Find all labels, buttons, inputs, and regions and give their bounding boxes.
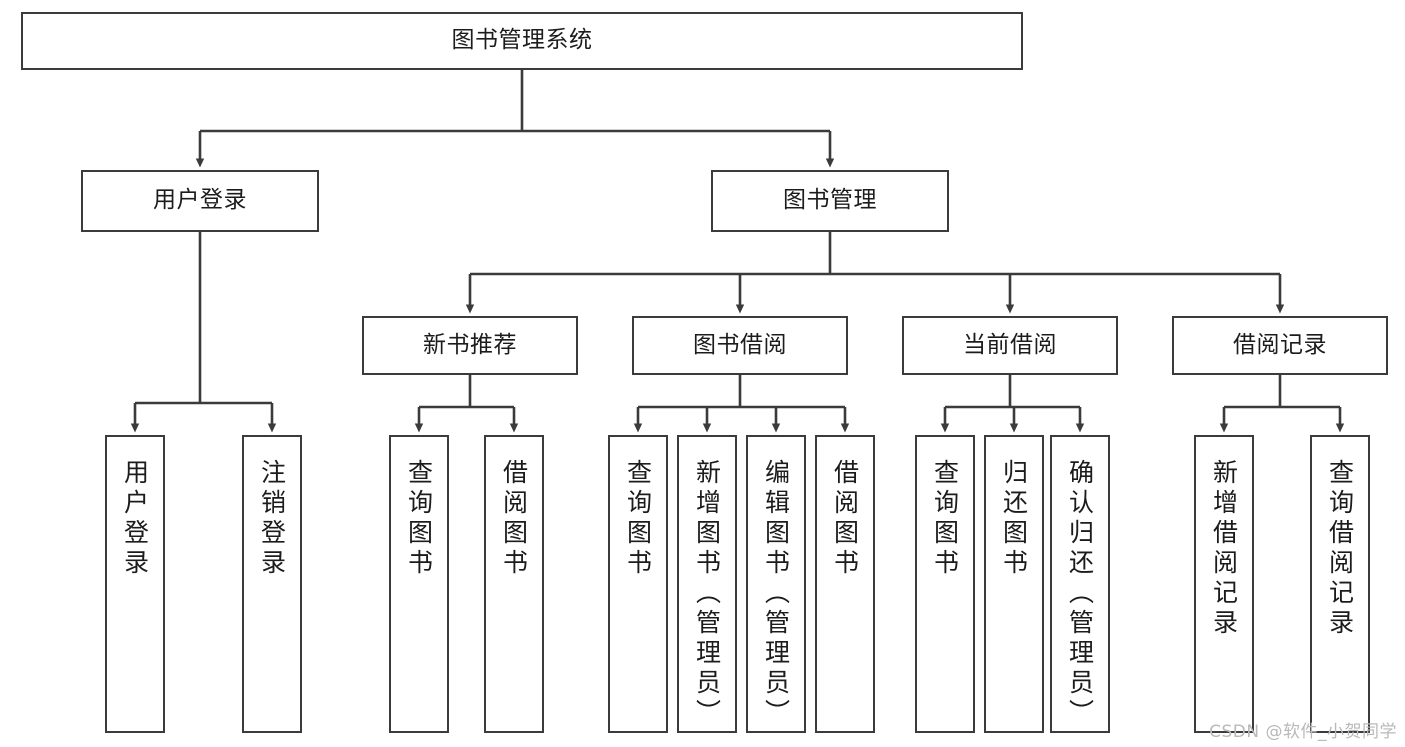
node-label: 图书借阅 [693, 331, 787, 358]
node-leaf-add[interactable]: 新增图书（管理员） [677, 435, 737, 733]
node-label: 借阅记录 [1233, 331, 1327, 358]
node-leaf-q2[interactable]: 查询图书 [608, 435, 668, 733]
node-label: 编辑图书（管理员） [761, 459, 791, 729]
connector-bus [638, 375, 845, 409]
connector-bus [470, 232, 1280, 276]
node-leaf-login[interactable]: 用户登录 [105, 435, 165, 733]
node-label: 新增图书（管理员） [692, 459, 722, 729]
node-login[interactable]: 用户登录 [81, 170, 319, 232]
node-label: 新书推荐 [423, 331, 517, 358]
connector-bus [135, 232, 272, 405]
node-label: 确认归还（管理员） [1065, 459, 1095, 729]
node-label: 借阅图书 [830, 459, 860, 579]
node-borrow[interactable]: 图书借阅 [632, 316, 848, 375]
node-label: 查询图书 [623, 459, 653, 579]
node-label: 归还图书 [999, 459, 1029, 579]
csdn-watermark: CSDN @软件_小贺同学 [1209, 722, 1397, 742]
node-records[interactable]: 借阅记录 [1172, 316, 1388, 375]
node-label: 用户登录 [153, 187, 247, 214]
node-label: 查询图书 [930, 459, 960, 579]
connector-bus [419, 375, 514, 409]
node-label: 图书管理系统 [451, 27, 593, 54]
node-label: 用户登录 [120, 459, 150, 579]
node-leaf-logout[interactable]: 注销登录 [242, 435, 302, 733]
node-bookmgmt[interactable]: 图书管理 [711, 170, 949, 232]
node-label: 当前借阅 [963, 331, 1057, 358]
node-leaf-return[interactable]: 归还图书 [984, 435, 1044, 733]
node-leaf-b1[interactable]: 借阅图书 [484, 435, 544, 733]
node-leaf-edit[interactable]: 编辑图书（管理员） [746, 435, 806, 733]
node-leaf-q1[interactable]: 查询图书 [389, 435, 449, 733]
connector-bus [200, 70, 830, 133]
node-label: 查询图书 [404, 459, 434, 579]
node-newbook[interactable]: 新书推荐 [362, 316, 578, 375]
node-label: 新增借阅记录 [1209, 459, 1239, 639]
node-label: 注销登录 [257, 459, 287, 579]
connector-bus [1224, 375, 1340, 409]
node-leaf-confirm[interactable]: 确认归还（管理员） [1050, 435, 1110, 733]
node-leaf-q3[interactable]: 查询图书 [915, 435, 975, 733]
node-root[interactable]: 图书管理系统 [21, 12, 1023, 70]
node-current[interactable]: 当前借阅 [902, 316, 1118, 375]
connector-bus [945, 375, 1080, 409]
node-label: 借阅图书 [499, 459, 529, 579]
node-label: 查询借阅记录 [1325, 459, 1355, 639]
node-leaf-qrec[interactable]: 查询借阅记录 [1310, 435, 1370, 733]
node-label: 图书管理 [783, 187, 877, 214]
node-leaf-b2[interactable]: 借阅图书 [815, 435, 875, 733]
node-leaf-addrec[interactable]: 新增借阅记录 [1194, 435, 1254, 733]
